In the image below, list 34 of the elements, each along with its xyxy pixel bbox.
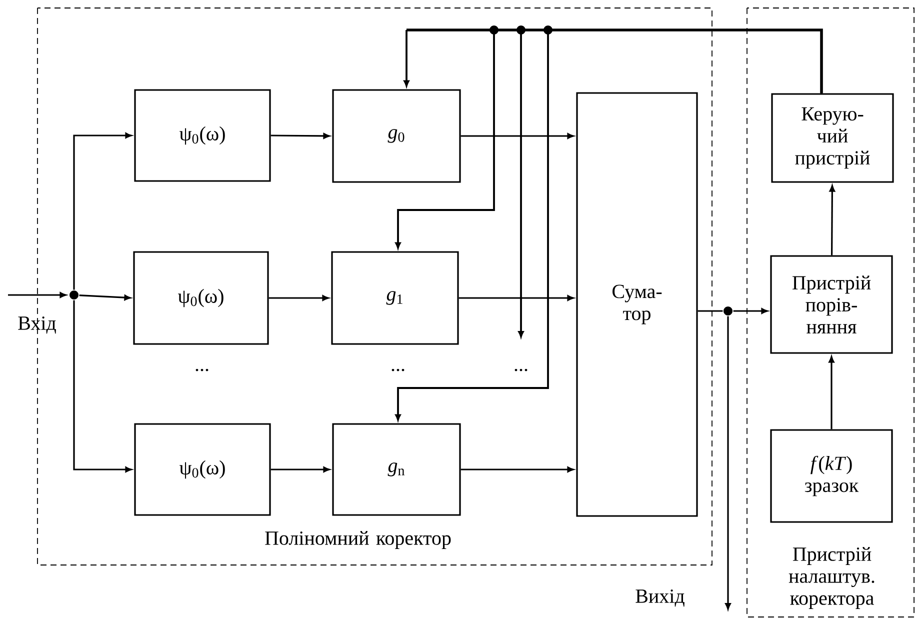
junction-dot (70, 290, 78, 300)
arrow (725, 316, 731, 610)
block-box: ψ$_{0}$(ω) (133, 251, 269, 345)
arrow (518, 29, 822, 338)
control-bus-line (406, 28, 823, 94)
arrow (73, 132, 132, 290)
arrow (404, 30, 410, 87)
block-box: g$_{n}$ (332, 423, 461, 516)
signal-label: Вихід (636, 589, 684, 607)
block-box: ψ$_{0}$(ω) (134, 423, 271, 516)
arrow (460, 466, 574, 472)
block-box: g$_{0}$ (332, 89, 461, 183)
block-box: Пристрій порів- няння (770, 255, 893, 354)
block-box: g$_{1}$ (331, 251, 459, 345)
arrow (270, 133, 330, 139)
arrow (73, 300, 132, 472)
signal-label: Вхід (18, 316, 56, 334)
arrow (733, 308, 768, 314)
block-box: Сума- тор (576, 92, 698, 517)
arrow (458, 295, 574, 301)
arrow (460, 133, 574, 139)
signal-label: ... (392, 368, 404, 372)
arrow (270, 466, 330, 472)
arrow (79, 294, 131, 300)
junction-dot (724, 306, 732, 316)
block-box: ψ$_{0}$(ω) (134, 89, 271, 182)
signal-label: ... (514, 368, 528, 372)
block-box: f(kT) зразок (770, 429, 893, 523)
block-box: Керую- чий пристрій (771, 93, 894, 183)
signal-label: ... (196, 368, 208, 372)
arrow (268, 295, 329, 301)
arrow (828, 356, 834, 430)
arrow (8, 292, 66, 298)
arrow (829, 185, 836, 256)
